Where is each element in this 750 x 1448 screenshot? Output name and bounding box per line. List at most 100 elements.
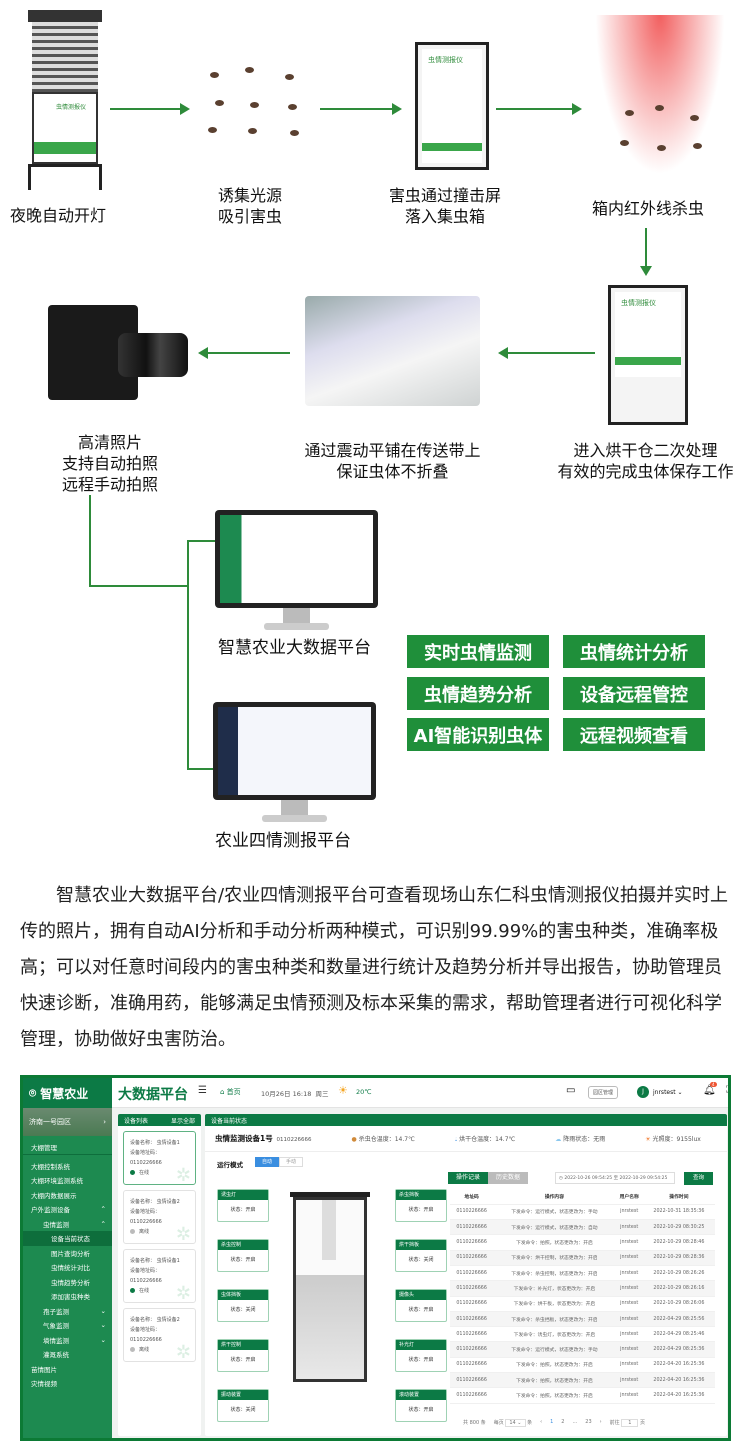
table-cell: 0110226666 [450, 1357, 494, 1374]
query-button[interactable]: 查询 [684, 1172, 713, 1185]
device-list-title: 设备列表 [124, 1117, 149, 1125]
park-selector[interactable]: 济南一号园区› [23, 1108, 112, 1136]
sidebar-item[interactable]: 气象监测⌄ [23, 1318, 112, 1333]
sidebar-item[interactable]: 虫情趋势分析 [23, 1275, 112, 1290]
component-state-right[interactable]: 补光灯状态：开启 [395, 1339, 447, 1372]
run-mode-label: 运行模式 [217, 1161, 243, 1169]
table-cell: 0110226666 [450, 1250, 494, 1266]
mode-auto-button[interactable]: 自动 [255, 1157, 279, 1167]
table-cell: jnrstest [615, 1341, 643, 1358]
sidebar-item[interactable]: 孢子监测⌄ [23, 1304, 112, 1319]
sidebar-item[interactable]: 灾情视频 [23, 1376, 112, 1391]
table-cell: 下发命令：烘干控制，状态更改为：开启 [493, 1250, 616, 1266]
sidebar-item[interactable]: 大棚环境监测系统 [23, 1173, 112, 1188]
arrow-right [110, 103, 190, 115]
sidebar-item[interactable]: 苗情图片 [23, 1362, 112, 1377]
table-cell: 2022-04-20 16:25:36 [642, 1387, 715, 1404]
sidebar-item[interactable]: 大棚控制系统 [23, 1159, 112, 1174]
fullscreen-icon[interactable]: ⛶ [726, 1085, 728, 1095]
reading-dry-temp: 💧︎ 烘干仓温度：14.7℃ [454, 1135, 516, 1143]
table-cell: jnrstest [615, 1234, 643, 1251]
monitor-icon[interactable]: ▭ [566, 1085, 576, 1096]
sidebar-item[interactable]: 墒情监测⌄ [23, 1333, 112, 1348]
area-management-button[interactable]: 园区管理 [588, 1086, 619, 1099]
sidebar-item-label: 虫情监测 [43, 1220, 69, 1229]
connector-line [187, 540, 215, 542]
sidebar-item[interactable]: 虫情统计对比 [23, 1260, 112, 1275]
component-state-left[interactable]: 振动装置状态：关闭 [217, 1389, 269, 1422]
connector-line [187, 768, 215, 770]
sidebar-item[interactable]: 虫情监测⌃ [23, 1217, 112, 1232]
table-cell: 0110226666 [450, 1341, 494, 1358]
sidebar-item[interactable]: 大棚管理 [23, 1140, 112, 1155]
component-state-right[interactable]: 杀虫挡板状态：开启 [395, 1189, 447, 1222]
sidebar: 济南一号园区› 大棚管理大棚控制系统大棚环境监测系统大棚内数据展示户外监测设备⌃… [23, 1108, 112, 1438]
table-cell: 下发命令：诱虫灯，状态更改为：开启 [493, 1326, 616, 1343]
status-indicator: 在线 [130, 1286, 189, 1296]
page-1[interactable]: 1 [550, 1419, 554, 1425]
sidebar-item-label: 设备当前状态 [51, 1235, 90, 1244]
sidebar-item-label: 大棚环境监测系统 [31, 1177, 83, 1186]
device-name: 虫情监测设备1号 [215, 1134, 273, 1143]
sidebar-item-label: 灌溉系统 [43, 1351, 69, 1360]
tab-operation-records[interactable]: 操作记录 [448, 1172, 488, 1184]
page-2[interactable]: 2 [561, 1419, 565, 1425]
component-state-right[interactable]: 滚动装置状态：开启 [395, 1389, 447, 1422]
menu-toggle-icon[interactable]: ☰ [198, 1085, 207, 1096]
goto-page-input[interactable]: 1 [621, 1419, 639, 1427]
home-link[interactable]: ⌂ 首页 [220, 1088, 241, 1096]
sidebar-item[interactable]: 设备当前状态 [23, 1231, 112, 1246]
table-cell: 下发命令：运行模式，状态更改为：自动 [493, 1219, 616, 1236]
table-cell: 下发命令：拍照，状态更改为：开启 [493, 1357, 616, 1374]
component-state-right[interactable]: 摄像头状态：开启 [395, 1289, 447, 1322]
table-cell: 下发命令：拍照，状态更改为：开启 [493, 1372, 616, 1389]
chevron-icon: ⌄ [100, 1306, 106, 1315]
sidebar-item-label: 添加害虫种类 [51, 1293, 90, 1302]
sidebar-item[interactable]: 灌溉系统 [23, 1347, 112, 1362]
sidebar-item[interactable]: 图片查询分析 [23, 1246, 112, 1261]
sidebar-item[interactable]: 大棚内数据展示 [23, 1188, 112, 1203]
camera-image [48, 305, 188, 400]
sidebar-item[interactable]: 户外监测设备⌃ [23, 1202, 112, 1217]
arrow-left [198, 347, 290, 359]
mode-manual-button[interactable]: 手动 [279, 1157, 303, 1167]
component-state-left[interactable]: 杀虫控制状态：开启 [217, 1239, 269, 1272]
component-state-left[interactable]: 烘干控制状态：开启 [217, 1339, 269, 1372]
step-label-4: 箱内红外线杀虫 [592, 199, 705, 218]
sun-icon: ☀ [338, 1084, 348, 1097]
component-state-right[interactable]: 烘干挡板状态：关闭 [395, 1239, 447, 1272]
column-header: 操作内容 [493, 1189, 616, 1205]
show-all-link[interactable]: 显示全部 [170, 1117, 195, 1125]
sidebar-item[interactable]: 添加害虫种类 [23, 1289, 112, 1304]
table-cell: jnrstest [615, 1250, 643, 1266]
date-range-input[interactable]: ◷ 2022-10-26 09:54:25 至 2022-10-29 09:54… [555, 1172, 675, 1184]
temperature: 20℃ [356, 1088, 372, 1096]
user-menu[interactable]: jnrstest ⌄ [653, 1089, 683, 1096]
feature-trend: 虫情趋势分析 [407, 677, 549, 710]
table-cell: 0110226666 [450, 1387, 494, 1404]
table-cell: jnrstest [615, 1296, 643, 1312]
page-23[interactable]: 23 [585, 1419, 592, 1425]
device-id: 0110226666 [276, 1137, 312, 1143]
component-state-left[interactable]: 诱虫灯状态：开启 [217, 1189, 269, 1222]
tab-history-data[interactable]: 历史数据 [488, 1172, 528, 1184]
column-header: 用户名称 [615, 1189, 643, 1205]
page-size-select[interactable]: 14 ⌄ [505, 1419, 526, 1427]
component-state-left[interactable]: 虫体挡板状态：关闭 [217, 1289, 269, 1322]
table-cell: 0110226666 [450, 1204, 494, 1221]
top-bar: ⌾智慧农业 大数据平台 ☰ ⌂ 首页 10月26日 16:18 周三 ☀ 20℃… [23, 1078, 728, 1108]
feature-remote-video: 远程视频查看 [563, 718, 705, 751]
avatar[interactable]: J [637, 1086, 649, 1098]
table-cell: 下发命令：杀虫挡板，状态更改为：开启 [493, 1311, 616, 1328]
bell-icon[interactable]: 🔔︎ [703, 1085, 716, 1096]
